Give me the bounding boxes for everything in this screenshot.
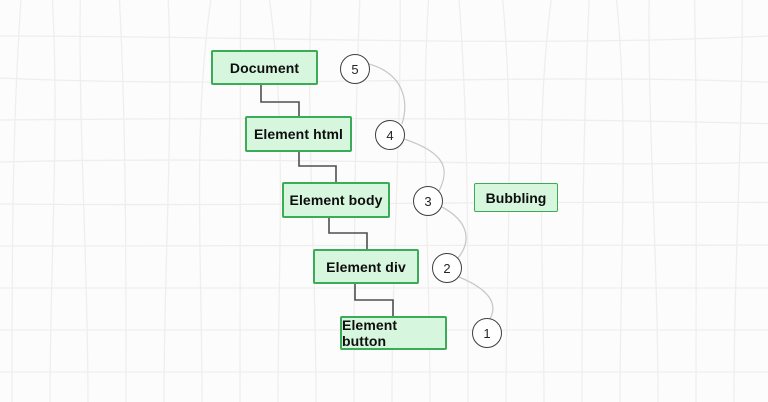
bubble-curve-3-2: [441, 206, 467, 259]
connector-document-html: [260, 85, 300, 116]
bubble-curve-4-3: [403, 138, 445, 192]
bubble-curve-5-4: [368, 63, 406, 125]
step-circle-1: 1: [472, 318, 502, 348]
node-element-body: Element body: [282, 182, 390, 218]
node-element-div: Element div: [313, 249, 419, 284]
step-circle-4: 4: [375, 120, 405, 150]
step-circle-2: 2: [432, 253, 462, 283]
connector-body-div: [328, 218, 368, 249]
step-circle-3: 3: [413, 186, 443, 216]
step-circle-5: 5: [340, 54, 370, 84]
node-element-button: Element button: [340, 316, 447, 350]
connector-html-body: [298, 152, 337, 182]
connector-div-button: [354, 284, 394, 316]
bubble-curve-2-1: [458, 276, 494, 320]
node-element-html: Element html: [245, 116, 352, 152]
bubbling-label: Bubbling: [474, 183, 558, 212]
node-document: Document: [211, 50, 318, 85]
